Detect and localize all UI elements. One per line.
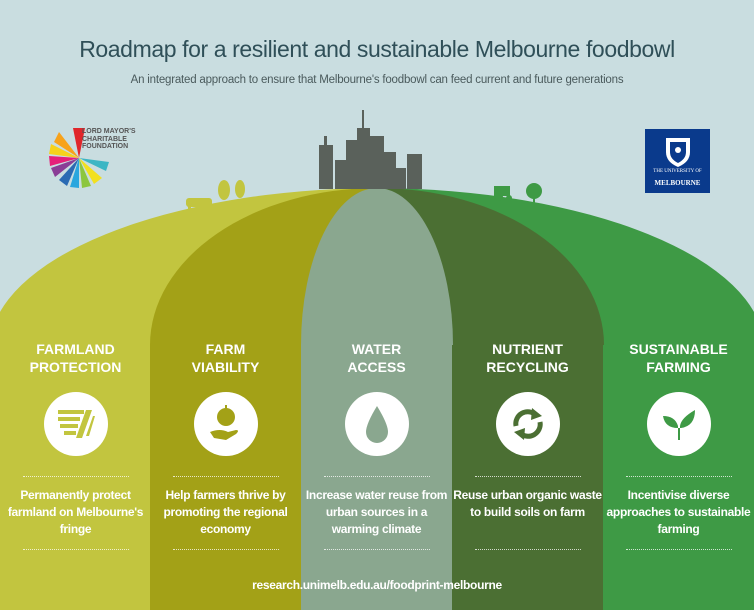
pillar-heading: FARMLAND PROTECTION bbox=[0, 340, 151, 380]
dome-water bbox=[301, 188, 453, 345]
pillar-description: Help farmers thrive by promoting the reg… bbox=[163, 488, 288, 536]
pillar-heading: FARM VIABILITY bbox=[150, 340, 301, 380]
pillar-nutrient-recycling: NUTRIENT RECYCLING Reuse urban organic wa… bbox=[452, 340, 603, 570]
divider bbox=[172, 549, 279, 550]
university-of-melbourne-logo: THE UNIVERSITY OF MELBOURNE bbox=[645, 129, 710, 193]
water-drop-icon bbox=[344, 392, 409, 456]
pillar-water-access: WATER ACCESS Increase water reuse from ur… bbox=[301, 340, 452, 570]
divider bbox=[625, 476, 732, 477]
heading-line: SUSTAINABLE bbox=[629, 341, 728, 357]
band-viability bbox=[150, 340, 302, 610]
divider bbox=[172, 476, 279, 477]
recycle-arrows-icon bbox=[495, 392, 560, 456]
divider bbox=[323, 549, 430, 550]
band-water bbox=[301, 340, 453, 610]
divider bbox=[22, 476, 129, 477]
divider bbox=[625, 549, 732, 550]
lmcf-logo-text: LORD MAYOR'S CHARITABLE FOUNDATION bbox=[82, 128, 136, 150]
farmland-field-icon bbox=[43, 392, 108, 456]
divider bbox=[323, 476, 430, 477]
pillar-heading: WATER ACCESS bbox=[301, 340, 452, 380]
seedling-icon bbox=[646, 392, 711, 456]
heading-line: RECYCLING bbox=[486, 359, 569, 375]
cow-and-trees-icon bbox=[186, 180, 245, 212]
flower-logo-icon bbox=[49, 128, 109, 188]
heading-line: PROTECTION bbox=[29, 359, 122, 375]
page-title: Roadmap for a resilient and sustainable … bbox=[79, 36, 675, 62]
heading-line: ACCESS bbox=[347, 359, 406, 375]
university-crest-icon bbox=[665, 138, 690, 167]
divider bbox=[22, 549, 129, 550]
pillar-sustainable-farming: SUSTAINABLE FARMING Incentivise diverse a… bbox=[603, 340, 754, 570]
heading-line: FARMLAND bbox=[36, 341, 115, 357]
pillar-farmland-protection: FARMLAND PROTECTION Permanently protect f… bbox=[0, 340, 151, 570]
band-farmland bbox=[0, 340, 151, 610]
pillar-description: Increase water reuse from urban sources … bbox=[305, 488, 448, 536]
band-sustainable bbox=[603, 340, 754, 610]
heading-line: FARMING bbox=[646, 359, 711, 375]
pillar-description: Incentivise diverse approaches to sustai… bbox=[606, 488, 751, 536]
heading-line: VIABILITY bbox=[191, 359, 260, 375]
pillar-heading: SUSTAINABLE FARMING bbox=[603, 340, 754, 380]
uom-logo-line2: MELBOURNE bbox=[654, 179, 701, 187]
pillar-description: Reuse urban organic waste to build soils… bbox=[453, 488, 602, 519]
apple-in-hand-icon bbox=[193, 392, 258, 456]
city-skyline-icon bbox=[319, 110, 422, 189]
pillar-description: Permanently protect farmland on Melbourn… bbox=[7, 488, 144, 536]
page-subtitle: An integrated approach to ensure that Me… bbox=[130, 74, 624, 86]
divider bbox=[474, 476, 581, 477]
heading-line: NUTRIENT bbox=[492, 341, 563, 357]
tractor-and-tree-icon bbox=[494, 183, 547, 209]
band-nutrient bbox=[452, 340, 604, 610]
heading-line: WATER bbox=[351, 341, 402, 357]
divider bbox=[474, 549, 581, 550]
pillar-heading: NUTRIENT RECYCLING bbox=[452, 340, 603, 380]
pillar-farm-viability: FARM VIABILITY Help farmers thrive by pro… bbox=[150, 340, 301, 570]
heading-line: FARM bbox=[205, 341, 246, 357]
footer-url-link[interactable]: research.unimelb.edu.au/foodprint-melbou… bbox=[252, 578, 502, 592]
uom-logo-line1: THE UNIVERSITY OF bbox=[653, 169, 702, 174]
